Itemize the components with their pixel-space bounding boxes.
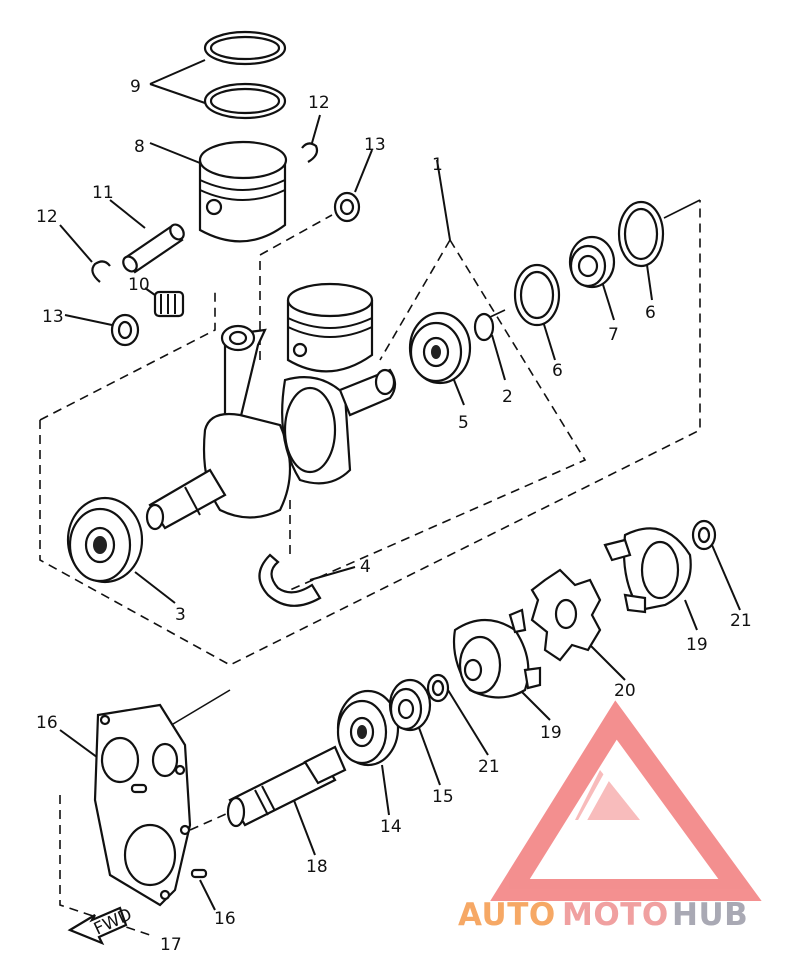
callout-14: 14: [380, 817, 402, 837]
piston-pin: [122, 223, 185, 274]
bearing-left: [66, 496, 144, 584]
callout-13-right: 13: [364, 135, 386, 155]
bearing-small: [568, 235, 616, 289]
snap-ring: [258, 553, 322, 607]
callout-19-upper: 19: [686, 635, 708, 655]
callout-2: 2: [502, 387, 513, 407]
forward-arrow: FWD: [67, 905, 135, 946]
watermark-part-1: AUTO: [458, 897, 556, 933]
shim-left: [513, 263, 561, 327]
callout-5: 5: [458, 413, 469, 433]
shim-right: [617, 200, 665, 268]
drive-shaft: [226, 745, 347, 828]
watermark-part-3: HUB: [672, 897, 748, 933]
callout-18: 18: [306, 857, 328, 877]
piston: [198, 140, 288, 243]
washer-upper: [691, 519, 717, 551]
callout-9: 9: [130, 77, 141, 97]
bearing-shaft-large: [336, 689, 400, 767]
callout-10: 10: [128, 275, 150, 295]
callout-12-right: 12: [308, 93, 330, 113]
dowel-pin-lower: [190, 868, 208, 879]
callout-7: 7: [608, 325, 619, 345]
callout-19-lower: 19: [540, 723, 562, 743]
callout-numbers: 1 2 3 4 5 6 6 7 8 9 10 11 12 12 13 13 14…: [36, 77, 752, 955]
callout-20: 20: [614, 681, 636, 701]
dowel-pin-upper: [130, 783, 148, 794]
crankshaft-assembly: [145, 282, 397, 531]
bearing-main: [408, 311, 472, 385]
callout-21-upper: 21: [730, 611, 752, 631]
coupling-housing-lower: [452, 608, 542, 699]
callout-11: 11: [92, 183, 114, 203]
callout-4: 4: [360, 557, 371, 577]
circlip-left: [91, 260, 111, 283]
callout-16-lower: 16: [214, 909, 236, 929]
callout-12-left: 12: [36, 207, 58, 227]
thrust-washer-left: [110, 313, 140, 347]
callout-6-right: 6: [645, 303, 656, 323]
needle-bearing: [153, 290, 185, 318]
thrust-washer-right: [333, 191, 361, 223]
washer-lower: [426, 673, 450, 703]
watermark-logo: [490, 700, 762, 901]
callout-13-left: 13: [42, 307, 64, 327]
callout-1: 1: [432, 155, 443, 175]
callout-3: 3: [175, 605, 186, 625]
o-ring: [473, 312, 495, 342]
assembly-guide-lines: [39, 199, 701, 936]
callout-6-left: 6: [552, 361, 563, 381]
callout-8: 8: [134, 137, 145, 157]
rubber-damper: [530, 568, 602, 662]
callout-15: 15: [432, 787, 454, 807]
coupling-housing-upper: [603, 527, 692, 614]
watermark-part-2: MOTO: [562, 897, 669, 933]
circlip-right: [301, 142, 319, 163]
callout-16-upper: 16: [36, 713, 58, 733]
bearing-shaft-small: [388, 678, 432, 732]
watermark-text: AUTO MOTO HUB: [458, 897, 748, 933]
piston-ring-upper: [203, 30, 287, 66]
gasket: [93, 703, 192, 907]
callout-17: 17: [160, 935, 182, 955]
piston-ring-lower: [203, 82, 287, 120]
callout-21-lower: 21: [478, 757, 500, 777]
